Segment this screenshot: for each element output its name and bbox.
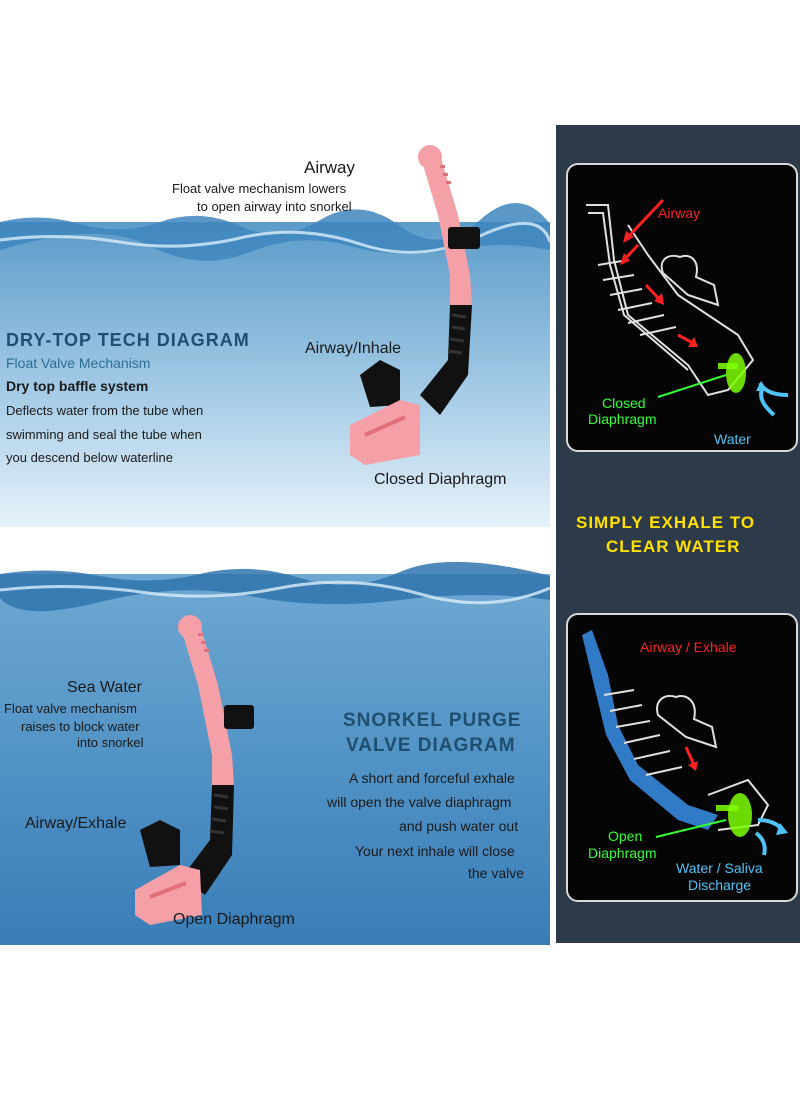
open-diaphragm-label-green: Diaphragm — [588, 845, 657, 861]
sea-water-description-1: Float valve mechanism — [4, 701, 137, 716]
dry-top-description-3: you descend below waterline — [6, 450, 173, 465]
dry-top-heading: DRY-TOP TECH DIAGRAM — [6, 330, 250, 350]
purge-heading-line-1: SNORKEL PURGE — [343, 710, 522, 731]
exhale-instruction-line-2: CLEAR WATER — [606, 537, 741, 556]
closed-label-green: Closed — [602, 395, 646, 411]
dry-top-description-1: Deflects water from the tube when — [6, 403, 204, 418]
open-diaphragm-label: Open Diaphragm — [173, 911, 295, 928]
airway-exhale-label-red: Airway / Exhale — [640, 639, 737, 655]
water-label-cyan: Water — [714, 431, 751, 447]
dry-top-description-2: swimming and seal the tube when — [6, 427, 202, 442]
closed-diaphragm-label-green: Diaphragm — [588, 411, 657, 427]
purge-description-5: the valve — [468, 865, 525, 881]
discharge-label-cyan-2: Discharge — [688, 877, 752, 893]
closed-diaphragm-label: Closed Diaphragm — [374, 471, 507, 488]
baffle-system-title: Dry top baffle system — [6, 378, 149, 394]
sea-water-description-2: raises to block water — [21, 719, 140, 734]
purge-description-1: A short and forceful exhale — [349, 770, 515, 786]
airway-description-2: to open airway into snorkel — [197, 199, 352, 214]
exhale-instruction-line-1: SIMPLY EXHALE TO — [576, 513, 756, 532]
purge-heading-line-2: VALVE DIAGRAM — [346, 735, 516, 756]
airway-label-red: Airway — [658, 205, 701, 221]
closed-valve-illustration — [586, 198, 789, 417]
sea-water-title: Sea Water — [67, 679, 142, 696]
purge-valve-diagram-panel: Sea Water Float valve mechanism raises t… — [0, 560, 550, 945]
snorkel-closed-illustration — [350, 145, 480, 465]
snorkel-open-illustration — [135, 615, 254, 925]
purge-description-4: Your next inhale will close — [355, 843, 515, 859]
closed-diaphragm-box: Airway Closed Diaphragm Water — [566, 163, 798, 452]
airway-description-1: Float valve mechanism lowers — [172, 181, 347, 196]
open-valve-illustration — [582, 630, 788, 856]
purge-description-2: will open the valve diaphragm — [327, 794, 512, 810]
purge-description-3: and push water out — [399, 818, 519, 834]
discharge-label-cyan-1: Water / Saliva — [676, 860, 763, 876]
airway-exhale-label: Airway/Exhale — [25, 815, 127, 832]
open-diaphragm-box: Airway / Exhale Open Diaphragm Water / S… — [566, 613, 798, 902]
dry-top-diagram-panel: Airway Float valve mechanism lowers to o… — [0, 0, 550, 527]
float-valve-subheading: Float Valve Mechanism — [6, 355, 151, 371]
airway-title: Airway — [304, 158, 356, 177]
airway-inhale-label: Airway/Inhale — [305, 340, 402, 357]
sea-water-description-3: into snorkel — [77, 735, 144, 750]
water-background — [0, 560, 550, 945]
open-label-green: Open — [608, 828, 643, 844]
